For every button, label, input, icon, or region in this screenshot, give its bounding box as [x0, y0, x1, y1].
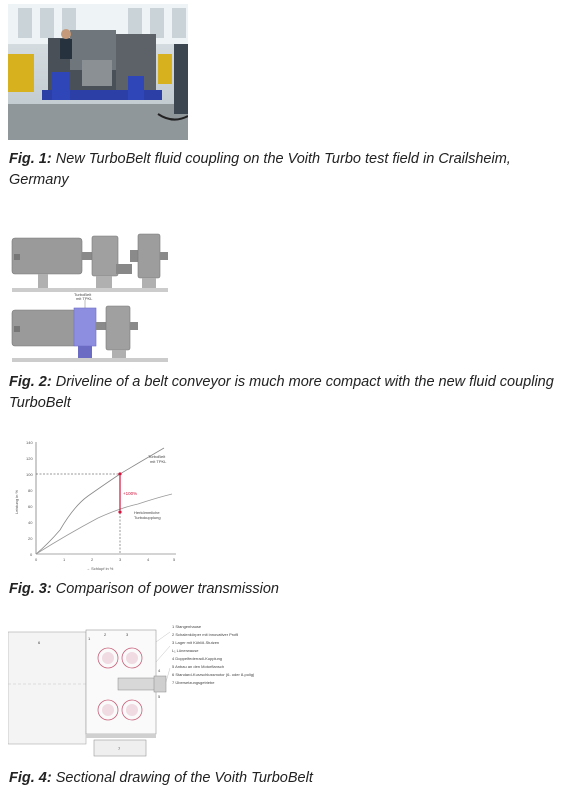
fig1-caption: Fig. 1: New TurboBelt fluid coupling on … — [9, 149, 559, 191]
fig4-legend-item: 1 Stangenhause — [172, 624, 202, 629]
svg-text:3: 3 — [126, 632, 129, 637]
fig3-ylabel: Leistung in % — [14, 490, 19, 514]
fig3-label-turbobelt-2: mit TPKL — [150, 459, 167, 464]
fig2-tag-line1: TurboBelt — [74, 292, 92, 297]
fig3-series-turbobelt — [35, 447, 165, 555]
svg-text:5: 5 — [158, 694, 161, 699]
fig1-photo — [8, 4, 188, 140]
fig3-ytick: 20 — [28, 536, 33, 541]
fig3-ytick: 40 — [28, 520, 33, 525]
fig3-xlabel: → Schlupf in % — [86, 566, 114, 571]
fig4-legend-item: 5 Anbau an den Motorflansch — [172, 664, 224, 669]
fig4-caption: Fig. 4: Sectional drawing of the Voith T… — [9, 768, 559, 789]
fig2-caption: Fig. 2: Driveline of a belt conveyor is … — [9, 372, 559, 414]
svg-text:1: 1 — [88, 636, 91, 641]
fig2-drawing: TurboBelt mit TPKL — [8, 228, 176, 364]
fig2-label: Fig. 2: — [9, 374, 52, 390]
fig3-label-conv-2: Turbokupplung — [134, 515, 161, 520]
fig4-label: Fig. 4: — [9, 770, 52, 786]
fig4-text: Sectional drawing of the Voith TurboBelt — [55, 770, 313, 786]
fig4-legend-item: 4 Doppelfederradl-Kupplung — [172, 656, 222, 661]
fig3-chart: 140 120 100 80 60 40 20 0 0 1 2 3 4 5 → … — [8, 434, 180, 574]
fig2-conventional-driveline — [11, 233, 168, 292]
svg-text:4: 4 — [158, 668, 161, 673]
fig3-xtick: 1 — [63, 557, 66, 562]
fig3-ytick: 140 — [26, 440, 33, 445]
fig3-ytick: 80 — [28, 488, 33, 493]
fig1-text: New TurboBelt fluid coupling on the Voit… — [9, 151, 511, 188]
fig4-legend: 1 Stangenhause 2 Schalenkörper mit innov… — [172, 624, 255, 685]
svg-text:2: 2 — [104, 632, 107, 637]
fig3-label-conv-1: Herkömmliche — [134, 510, 160, 515]
fig3-gain-label: +100% — [123, 491, 137, 496]
fig3-xtick: 2 — [91, 557, 94, 562]
fig4-legend-item: 7 Übersetzungsgetriebe — [172, 680, 215, 685]
fig2-turbobelt-driveline — [11, 300, 168, 362]
fig3-ytick: 100 — [26, 472, 33, 477]
fig3-caption: Fig. 3: Comparison of power transmission — [9, 579, 559, 600]
fig3-text: Comparison of power transmission — [55, 581, 279, 597]
fig3-xtick: 4 — [147, 557, 150, 562]
fig3-xtick: 5 — [173, 557, 176, 562]
fig3-xtick: 0 — [35, 557, 38, 562]
fig3-series-conventional — [35, 493, 173, 555]
fig3-label: Fig. 3: — [9, 581, 52, 597]
svg-text:7: 7 — [118, 746, 121, 751]
fig4-legend-item: 2 Schalenkörper mit innovativer Profil — [172, 632, 238, 637]
fig3-label-turbobelt-1: TurboBelt — [148, 454, 166, 459]
svg-text:6: 6 — [38, 640, 41, 645]
fig4-legend-item: L₁ Lünerwause — [172, 648, 199, 653]
fig3-point-turbobelt — [118, 472, 122, 476]
fig4-legend-item: 3 Lager mit Kühlöl-Stutzen — [172, 640, 219, 645]
fig3-ytick: 0 — [30, 552, 33, 557]
fig2-text: Driveline of a belt conveyor is much mor… — [9, 374, 554, 411]
fig4-legend-item: 6 Standard-Kurzschlussmotor (6- oder 8-p… — [172, 672, 255, 677]
fig3-ytick: 120 — [26, 456, 33, 461]
fig3-ytick: 60 — [28, 504, 33, 509]
fig3-xtick: 3 — [119, 557, 122, 562]
fig2-tag-line2: mit TPKL — [76, 296, 93, 301]
fig1-label: Fig. 1: — [9, 151, 52, 167]
fig3-point-conventional — [118, 510, 122, 514]
